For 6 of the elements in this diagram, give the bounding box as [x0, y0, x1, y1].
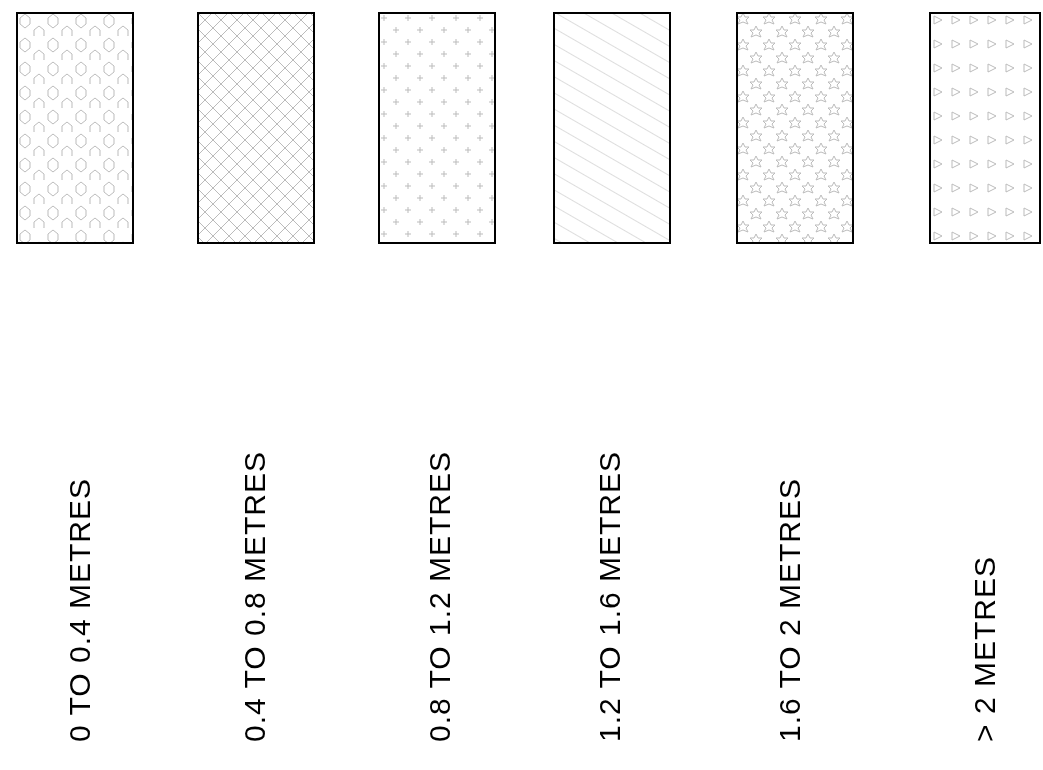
- legend-label: 0.8 TO 1.2 METRES: [423, 451, 457, 742]
- legend-label: 1.6 TO 2 METRES: [773, 478, 807, 742]
- legend-label: 1.2 TO 1.6 METRES: [593, 451, 627, 742]
- legend-label: 0 TO 0.4 METRES: [63, 478, 97, 742]
- legend-label: > 2 METRES: [968, 556, 1002, 742]
- legend-label: 0.4 TO 0.8 METRES: [238, 451, 272, 742]
